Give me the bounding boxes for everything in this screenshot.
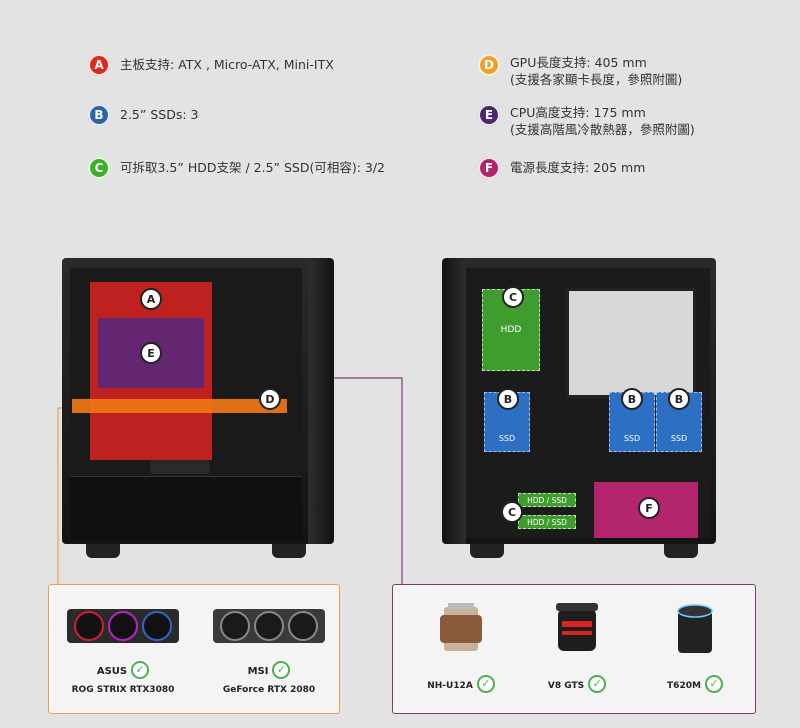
gpu-item-msi: MSI✓ GeForce RTX 2080: [209, 603, 329, 695]
gpu-compat-panel: ASUS✓ ROG STRIX RTX3080 MSI✓ GeForce RTX…: [48, 584, 340, 714]
tower-cooler-icon: [556, 603, 598, 651]
badge-e: E: [478, 104, 500, 126]
badge-a: A: [88, 54, 110, 76]
zone-d-gpu: [72, 399, 287, 413]
cooler-item-t620m: T620M✓: [649, 601, 741, 693]
zone-c-label-bottom: C: [501, 501, 523, 523]
zone-a-label: A: [140, 288, 162, 310]
badge-b: B: [88, 104, 110, 126]
cooler-model-t620m: T620M: [667, 681, 701, 691]
spec-a-line1: 主板支持: ATX , Micro-ATX, Mini-ITX: [120, 57, 334, 72]
fan-icon: [150, 460, 210, 474]
cooler-compat-panel: NH-U12A✓ V8 GTS✓ T620M✓: [392, 584, 756, 714]
spec-a: A 主板支持: ATX , Micro-ATX, Mini-ITX: [88, 54, 334, 76]
zone-e-label: E: [140, 342, 162, 364]
cooler-item-nh-u12a: NH-U12A✓: [415, 601, 507, 693]
gpu-item-asus: ASUS✓ ROG STRIX RTX3080: [63, 603, 183, 695]
spec-c-line1: 可拆取3.5” HDD支架 / 2.5” SSD(可相容): 3/2: [120, 160, 386, 175]
zone-f-label: F: [638, 497, 660, 519]
spec-c: C 可拆取3.5” HDD支架 / 2.5” SSD(可相容): 3/2: [88, 157, 385, 179]
spec-b-line1: 2.5” SSDs: 3: [120, 107, 199, 122]
spec-e-line1: CPU高度支持: 175 mm: [510, 105, 646, 120]
zone-d-label: D: [259, 388, 281, 410]
gpu-brand-msi: MSI: [247, 666, 269, 677]
gpu-brand-asus: ASUS: [96, 666, 128, 677]
badge-f: F: [478, 157, 500, 179]
cooler-model-nh-u12a: NH-U12A: [427, 681, 473, 691]
badge-c: C: [88, 157, 110, 179]
spec-e: E CPU高度支持: 175 mm (支援高階風冷散熱器，參照附圖): [478, 104, 695, 138]
zone-b-label-1: B: [497, 388, 519, 410]
zone-b-label-3: B: [668, 388, 690, 410]
badge-d: D: [478, 54, 500, 76]
ssd-slot-2-label: SSD: [623, 434, 641, 443]
hdd-ssd-tray-1-label: HDD / SSD: [527, 495, 567, 505]
cooler-item-v8-gts: V8 GTS✓: [531, 601, 623, 693]
hdd-label: HDD: [500, 325, 522, 335]
spec-d-line1: GPU長度支持: 405 mm: [510, 55, 647, 70]
zone-c-label-top: C: [502, 286, 524, 308]
hdd-ssd-tray-2-label: HDD / SSD: [527, 517, 567, 527]
zone-b-label-2: B: [621, 388, 643, 410]
graphics-card-icon: [67, 609, 179, 643]
check-icon: ✓: [476, 674, 495, 693]
hdd-ssd-tray-1: HDD / SSD: [518, 493, 576, 507]
tower-cooler-icon: [440, 603, 482, 651]
spec-d-line2: (支援各家顯卡長度，參照附圖): [510, 72, 683, 87]
spec-e-line2: (支援高階風冷散熱器，參照附圖): [510, 122, 695, 137]
check-icon: ✓: [131, 660, 150, 679]
gpu-model-asus: ROG STRIX RTX3080: [71, 684, 175, 695]
hdd-ssd-tray-2: HDD / SSD: [518, 515, 576, 529]
check-icon: ✓: [704, 674, 723, 693]
graphics-card-icon: [213, 609, 325, 643]
ssd-slot-1-label: SSD: [498, 434, 516, 443]
gpu-model-msi: GeForce RTX 2080: [222, 684, 316, 695]
spec-f-line1: 電源長度支持: 205 mm: [510, 160, 646, 175]
check-icon: ✓: [588, 674, 607, 693]
ssd-slot-3-label: SSD: [670, 434, 688, 443]
cooler-model-v8-gts: V8 GTS: [547, 681, 585, 691]
spec-f: F 電源長度支持: 205 mm: [478, 157, 645, 179]
check-icon: ✓: [272, 660, 291, 679]
spec-d: D GPU長度支持: 405 mm (支援各家顯卡長度，參照附圖): [478, 54, 682, 88]
spec-b: B 2.5” SSDs: 3: [88, 104, 198, 126]
tower-cooler-icon: [677, 604, 713, 653]
